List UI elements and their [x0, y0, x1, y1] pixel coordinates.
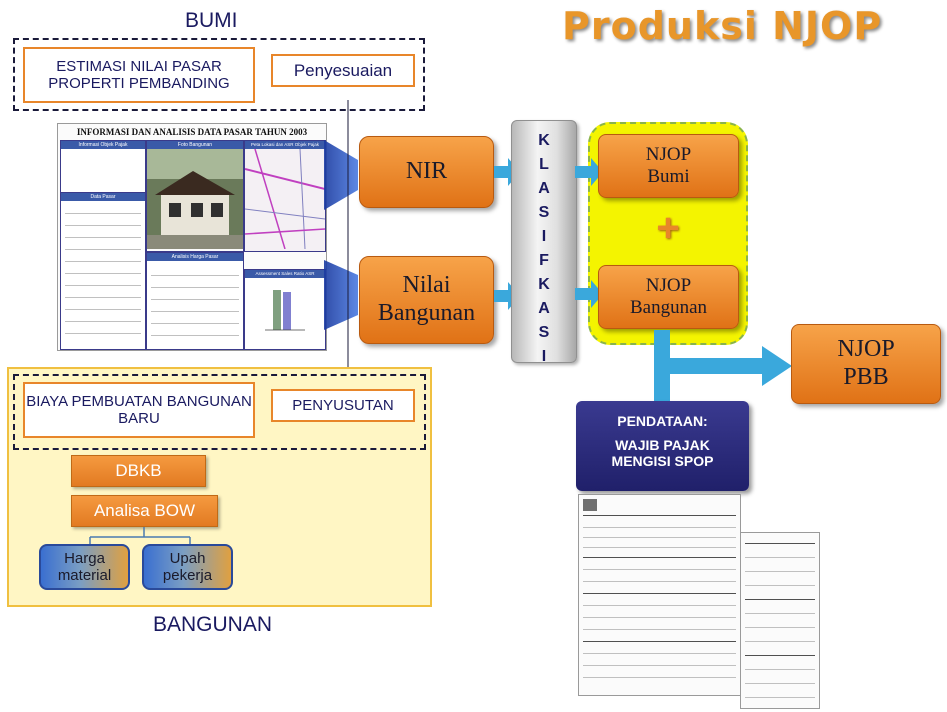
spop-form-1 [578, 494, 741, 696]
nilai-bangunan-line2: Bangunan [377, 300, 476, 326]
njop-bumi-line1: NJOP [645, 144, 692, 166]
peta-header: Peta Lokasi dan ASR Objek Pajak [245, 141, 325, 149]
klas-letter-2: L [539, 156, 549, 173]
harga-material-line1: Harga [64, 549, 105, 567]
klas-letter-7: K [538, 276, 550, 293]
penyesuaian-label: Penyesuaian [293, 60, 393, 80]
upah-pekerja-line1: Upah [169, 549, 206, 567]
dbkb-label: DBKB [115, 461, 162, 480]
plus-icon: + [656, 206, 680, 250]
pendataan-box: PENDATAAN: WAJIB PAJAK MENGISI SPOP [576, 401, 749, 491]
analisis-header: Analisis Harga Pasar [147, 253, 243, 261]
njop-bangunan-line2: Bangunan [629, 297, 708, 318]
upah-pekerja-box: Upah pekerja [142, 544, 233, 590]
harga-material-line2: material [57, 567, 112, 584]
spop-form-2 [740, 532, 820, 709]
map-icon [244, 148, 326, 250]
data-pasar-header: Data Pasar [61, 193, 145, 201]
garuda-emblem-icon [583, 499, 597, 511]
bumi-dashed-group [13, 38, 425, 111]
nilai-bangunan-node: Nilai Bangunan [359, 256, 494, 344]
njop-bangunan-line1: NJOP [645, 275, 692, 297]
njop-pbb-node: NJOP PBB [791, 324, 941, 404]
foto-panel: Foto Bangunan [146, 140, 244, 252]
pendataan-line2: WAJIB PAJAK [615, 437, 710, 453]
market-data-report: INFORMASI DAN ANALISIS DATA PASAR TAHUN … [57, 123, 327, 351]
arrows-to-njop [575, 158, 603, 308]
klas-letter-3: A [538, 180, 550, 197]
klas-letter-6: F [539, 252, 549, 269]
report-title: INFORMASI DAN ANALISIS DATA PASAR TAHUN … [76, 127, 308, 137]
nir-node: NIR [359, 136, 494, 208]
klas-letter-9: S [538, 324, 550, 341]
pendataan-line3: MENGISI SPOP [611, 453, 714, 469]
njop-bumi-line2: Bumi [647, 166, 690, 187]
foto-header: Foto Bangunan [147, 141, 243, 149]
njop-bumi-node: NJOP Bumi [598, 134, 739, 198]
bangunan-label: BANGUNAN [153, 613, 273, 636]
harga-material-box: Harga material [39, 544, 130, 590]
klas-letter-10: I [541, 348, 547, 365]
penyusutan-box: PENYUSUTAN [271, 389, 415, 422]
data-pasar-panel: Data Pasar [60, 192, 146, 350]
analisa-bow-box: Analisa BOW [71, 495, 218, 527]
bracket-connectors [324, 100, 358, 380]
penyusutan-label: PENYUSUTAN [292, 396, 394, 414]
analisis-panel: Analisis Harga Pasar [146, 252, 244, 350]
njop-bangunan-node: NJOP Bangunan [598, 265, 739, 329]
bangunan-dashed-group [13, 374, 426, 450]
assessment-panel: Assessment Sales Ratio ASR [244, 269, 326, 350]
peta-panel: Peta Lokasi dan ASR Objek Pajak [244, 140, 326, 252]
biaya-label: BIAYA PEMBUATAN BANGUNAN BARU [26, 392, 252, 427]
estimasi-box: ESTIMASI NILAI PASAR PROPERTI PEMBANDING [23, 47, 255, 103]
page-title: Produksi NJOP [562, 4, 883, 48]
arrow-to-njop-pbb [654, 330, 792, 402]
klas-letter-4: S [538, 204, 550, 221]
pendataan-line1: PENDATAAN: [617, 413, 708, 429]
njop-pbb-line1: NJOP [837, 336, 895, 363]
info-objek-header: Informasi Objek Pajak [61, 141, 145, 149]
nilai-bangunan-line1: Nilai [402, 272, 451, 299]
dbkb-box: DBKB [71, 455, 206, 487]
bar-chart-icon [265, 290, 305, 331]
biaya-box: BIAYA PEMBUATAN BANGUNAN BARU [23, 382, 255, 438]
njop-pbb-line2: PBB [843, 364, 889, 390]
klas-letter-1: K [538, 132, 550, 149]
penyesuaian-box: Penyesuaian [271, 54, 415, 87]
nir-label: NIR [405, 158, 448, 185]
bumi-label: BUMI [185, 9, 238, 32]
estimasi-label: ESTIMASI NILAI PASAR PROPERTI PEMBANDING [48, 57, 230, 92]
house-photo-icon [147, 149, 243, 249]
klas-letter-5: I [541, 228, 547, 245]
bow-connectors [89, 527, 191, 545]
assessment-header: Assessment Sales Ratio ASR [245, 270, 325, 278]
klas-letter-8: A [538, 300, 550, 317]
upah-pekerja-line2: pekerja [162, 567, 213, 584]
analisa-bow-label: Analisa BOW [93, 501, 196, 520]
klasifikasi-pillar: K L A S I F K A S I [511, 120, 577, 365]
